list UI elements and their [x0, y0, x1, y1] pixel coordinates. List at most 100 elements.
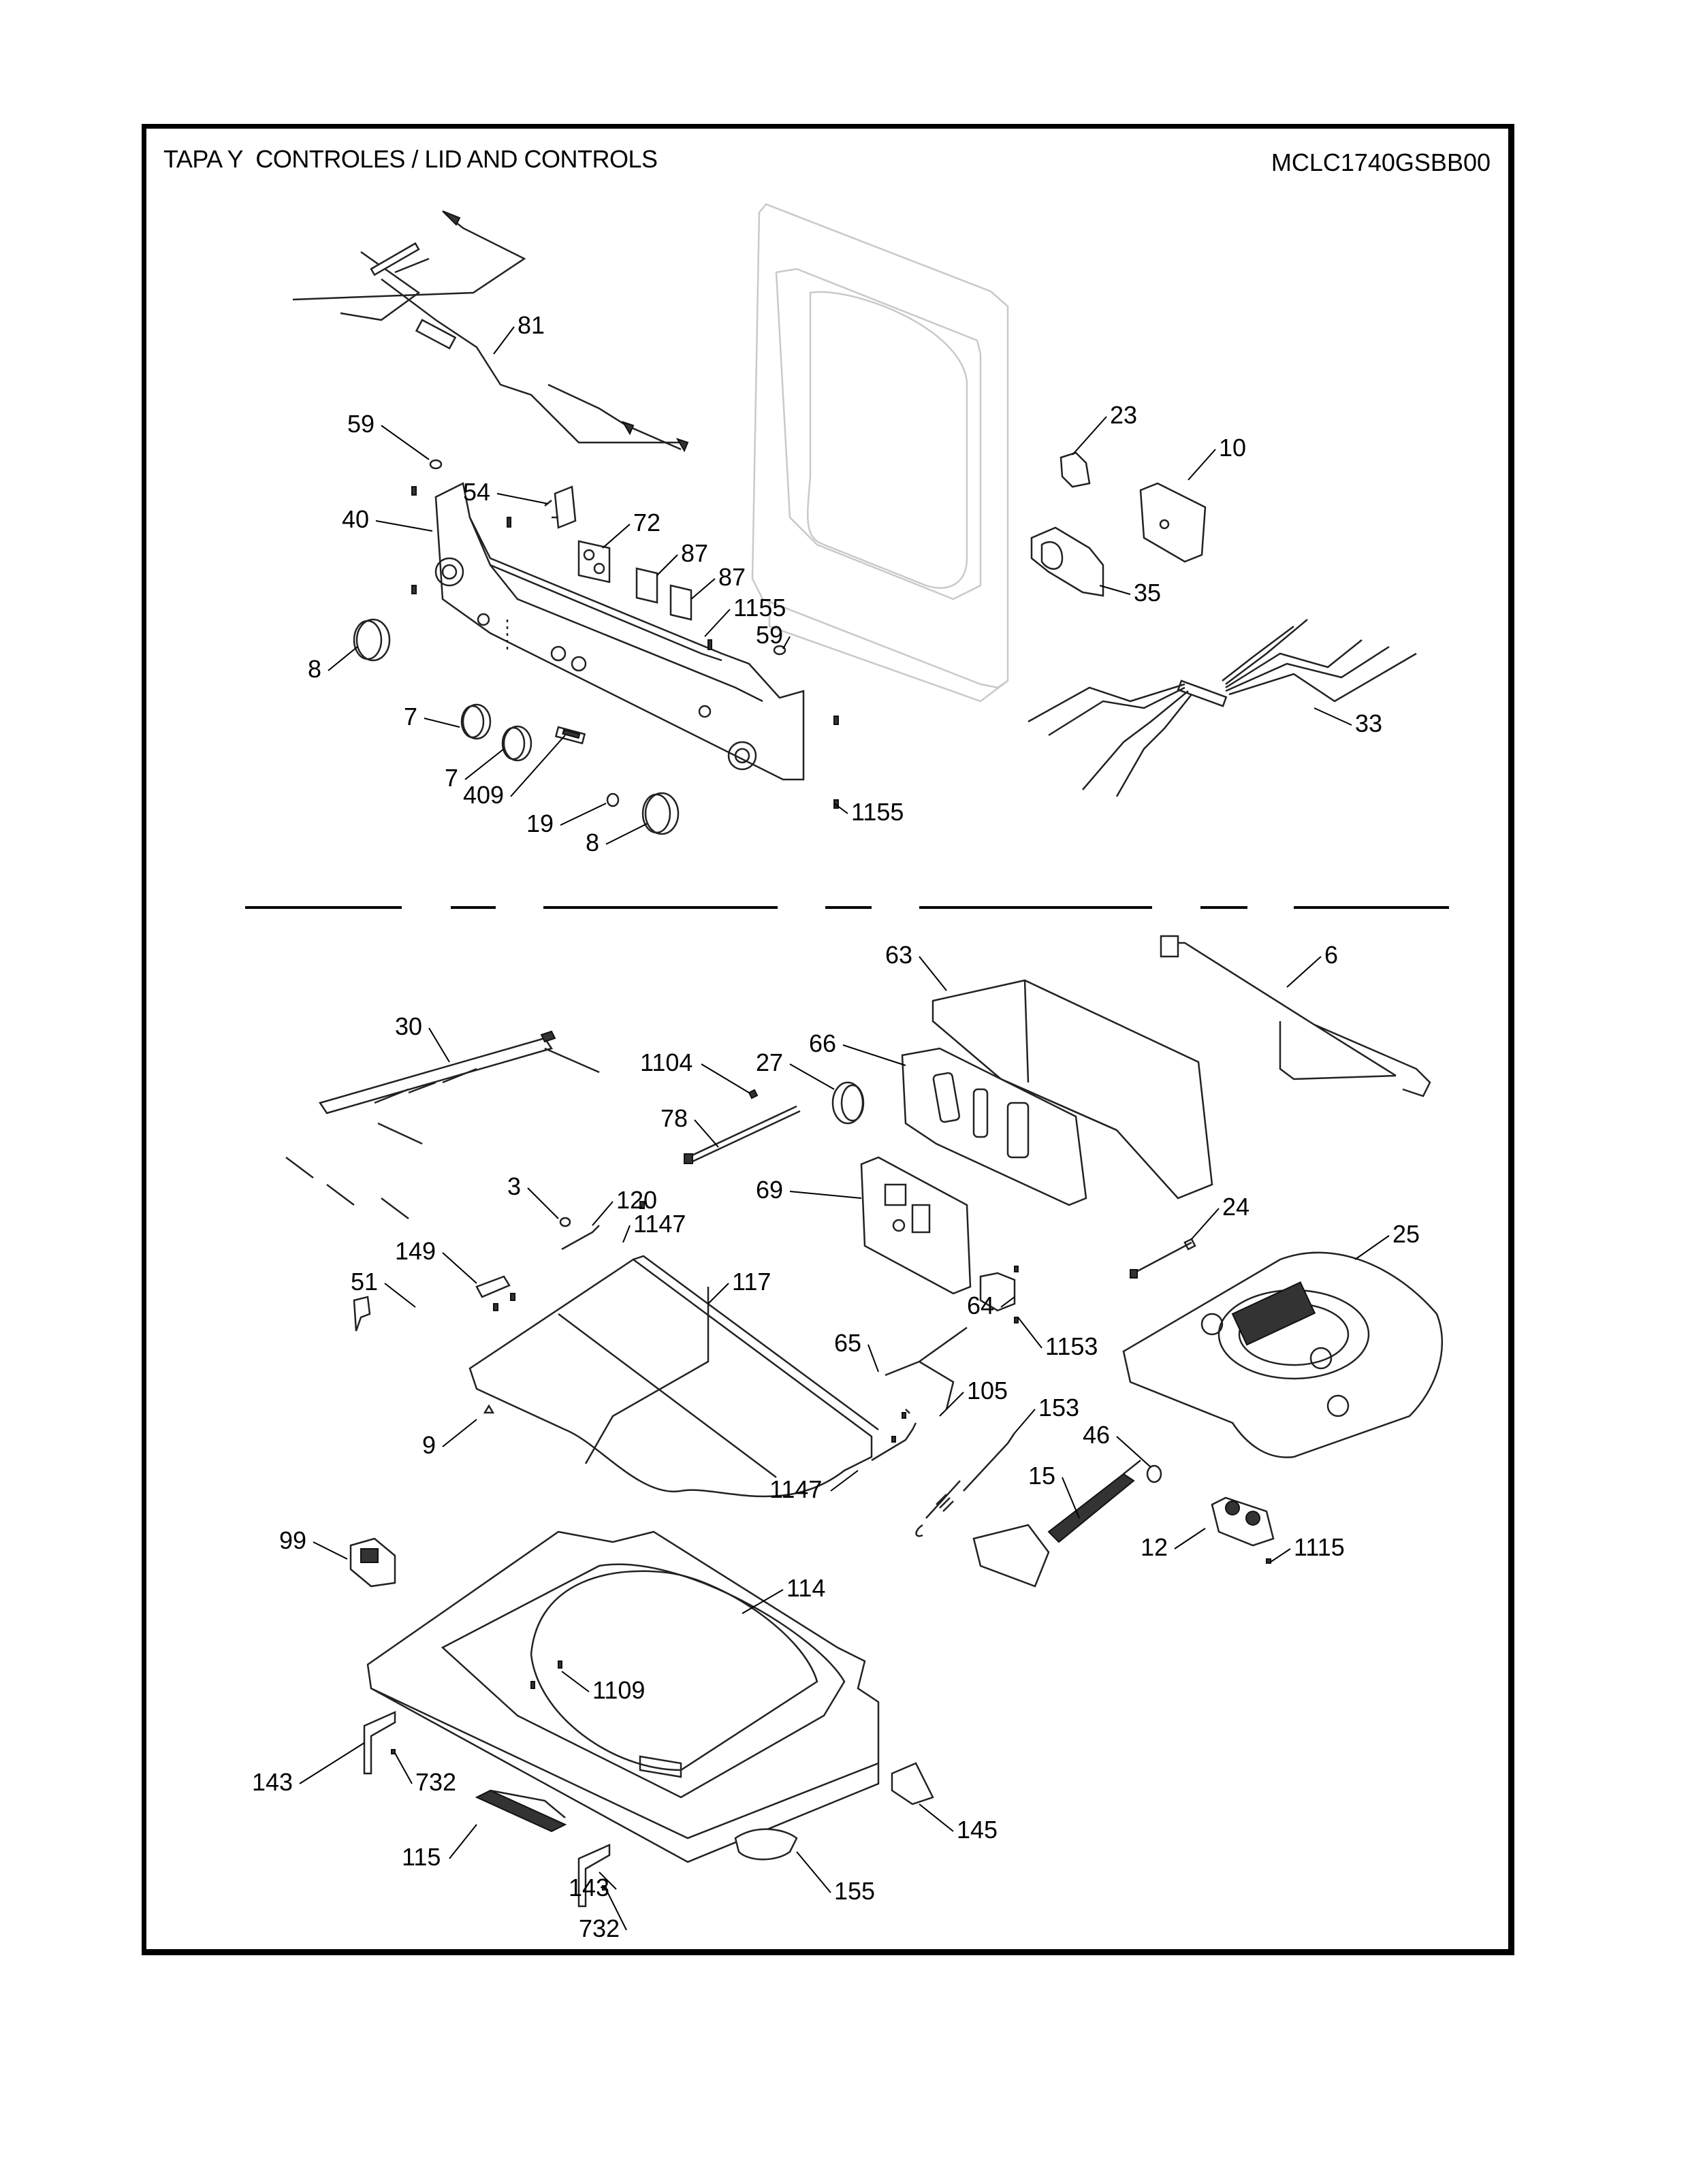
dispenser-115-shape	[475, 1789, 567, 1833]
model-number: MCLC1740GSBB00	[1271, 148, 1491, 176]
leader-line	[510, 735, 566, 797]
leader-line	[328, 646, 358, 671]
callout-lid-lock-149: 149	[395, 1237, 477, 1284]
callout-rod-120: 120	[592, 1186, 657, 1226]
wire-harness-81	[292, 210, 689, 453]
leader-line	[833, 803, 848, 814]
callout-water-valve-12: 12	[1141, 1528, 1206, 1561]
callout-button-19: 19	[526, 803, 607, 837]
callout-wire-harness-30: 30	[395, 1012, 450, 1063]
hinge-143-right-shape	[577, 1844, 611, 1908]
callout-pressure-switch-27: 27	[756, 1048, 835, 1090]
leader-line	[1014, 1409, 1036, 1434]
switch-23-shape	[1060, 451, 1091, 488]
callout-label: 33	[1355, 709, 1382, 737]
leader-line	[1313, 707, 1352, 726]
callout-label: 145	[957, 1816, 998, 1844]
callout-label: 105	[967, 1377, 1008, 1404]
callout-knob-7-b: 7	[445, 748, 505, 792]
diagram-frame	[142, 124, 1514, 1955]
callout-label: 40	[342, 505, 369, 533]
callout-label: 15	[1028, 1462, 1055, 1490]
leader-line	[622, 1225, 631, 1243]
callout-label: 3	[507, 1172, 521, 1200]
harness-65-shape	[885, 1326, 968, 1410]
callout-label: 12	[1141, 1533, 1168, 1561]
switch-87-a-shape	[635, 567, 658, 604]
leader-line	[830, 1470, 859, 1492]
callout-label: 117	[732, 1268, 771, 1296]
callout-label: 72	[633, 509, 660, 536]
callout-plug-3: 3	[507, 1172, 559, 1219]
callout-lid-117: 117	[707, 1268, 771, 1304]
leader-line	[560, 803, 607, 826]
callout-label: 1104	[640, 1048, 692, 1076]
control-board-69-shape	[860, 1156, 972, 1295]
callout-label: 69	[756, 1176, 783, 1204]
callout-label: 65	[834, 1329, 861, 1357]
callout-label: 54	[463, 478, 490, 506]
callout-inlet-hose-kit-25: 25	[1354, 1220, 1420, 1260]
leader-line	[1099, 585, 1131, 595]
bracket-63-shape	[931, 979, 1213, 1200]
callout-badge-409: 409	[463, 735, 566, 809]
leader-line	[384, 1283, 416, 1308]
callout-label: 115	[402, 1843, 441, 1871]
callout-label: 8	[308, 655, 321, 683]
callout-rotary-switch-87-a: 87	[656, 539, 708, 576]
callout-label: 87	[718, 563, 746, 591]
plug-3-shape	[559, 1217, 571, 1227]
callout-control-panel-console: 40	[342, 505, 433, 533]
leader-line	[602, 524, 631, 549]
callout-capacitor-64: 64	[967, 1291, 1015, 1319]
callout-bumper-9: 9	[422, 1419, 477, 1459]
knob-7-b-shape	[501, 725, 532, 762]
callout-lid-switch-99: 99	[279, 1526, 348, 1560]
leader-line	[919, 956, 947, 991]
drain-hose-15-shape	[972, 1460, 1141, 1588]
callout-label: 66	[809, 1029, 836, 1057]
knob-7-a-shape	[460, 703, 492, 740]
inlet-hose-kit-25-shape	[1122, 1251, 1444, 1458]
callout-screw-732-right: 732	[579, 1889, 627, 1942]
leader-line	[394, 1752, 413, 1784]
callout-top-cover-114: 114	[742, 1574, 825, 1614]
callout-screw-1104: 1104	[640, 1048, 750, 1093]
callout-knob-8-left: 8	[308, 646, 358, 683]
leader-line	[1191, 1208, 1220, 1240]
control-panel-console-40	[434, 482, 805, 781]
callout-label: 1115	[1294, 1533, 1345, 1561]
callout-heater-element-6: 6	[1286, 941, 1338, 988]
callout-switch-23: 23	[1072, 401, 1137, 455]
switch-87-b-shape	[669, 584, 692, 621]
callout-label: 64	[967, 1291, 994, 1319]
callout-label: 59	[347, 410, 375, 438]
top-cover-114-shape	[366, 1530, 880, 1863]
callout-plug-button-right: 59	[756, 621, 791, 649]
callout-label: 59	[756, 621, 783, 649]
leader-line	[375, 520, 433, 532]
screws-upper	[411, 486, 839, 809]
callout-label: 81	[517, 311, 545, 339]
callout-label: 1155	[733, 594, 786, 622]
board-cover-66-shape	[901, 1047, 1087, 1206]
callout-sensor-24: 24	[1191, 1193, 1249, 1240]
knob-8-right-shape	[641, 792, 680, 835]
callout-hinge-143-left: 143	[252, 1742, 365, 1796]
pressure-switch-27-shape	[831, 1081, 865, 1125]
hinge-145-shape	[891, 1762, 934, 1805]
clamp-46-shape	[1146, 1464, 1162, 1483]
switch-54-shape	[544, 485, 577, 529]
callout-label: 23	[1110, 401, 1137, 429]
leader-line	[313, 1541, 348, 1560]
heater-6-shape	[1160, 935, 1431, 1097]
callout-timer-bracket-35: 35	[1099, 579, 1161, 607]
callout-label: 143	[252, 1768, 293, 1796]
leader-line	[493, 326, 515, 355]
callout-label: 143	[569, 1874, 609, 1901]
timer-10-shape	[1139, 482, 1207, 563]
lever-105-shape	[871, 1409, 917, 1462]
callout-label: 7	[445, 764, 458, 792]
callout-label: 409	[463, 781, 504, 809]
